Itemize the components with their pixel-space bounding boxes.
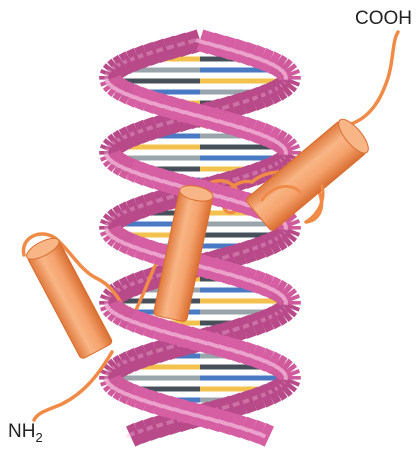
dna-strand-highlight [282, 70, 285, 74]
dna-strand-highlight [282, 370, 285, 374]
dna-strand-highlight [106, 154, 107, 158]
dna-strand-highlight [108, 307, 111, 311]
n-terminus-label-subscript: 2 [35, 430, 42, 445]
dna-strand-highlight [108, 157, 111, 161]
dna-strand-segment [286, 157, 289, 161]
dna-strand-segment [112, 220, 115, 224]
dna-strand-highlight [110, 310, 114, 314]
dna-strand-segment [112, 145, 115, 149]
dna-strand-highlight [108, 382, 111, 386]
n-terminus-label-main: NH [8, 421, 35, 442]
n-terminus-label: NH2 [8, 422, 43, 444]
dna-strand-highlight [106, 379, 107, 383]
dna-strand-segment [110, 304, 111, 308]
dna-strand-highlight [108, 82, 111, 86]
dna-strand-highlight [277, 367, 281, 371]
dna-strand-highlight [277, 67, 281, 71]
c-terminal-tail [348, 32, 398, 125]
dna-strand-highlight [106, 304, 107, 308]
dna-strand-segment [112, 70, 115, 74]
dna-strand-highlight [277, 292, 281, 296]
c-terminus-label: COOH [355, 9, 412, 28]
dna-strand-highlight [110, 385, 114, 389]
dna-strand-highlight [277, 142, 281, 146]
dna-strand-segment [286, 232, 289, 236]
dna-strand-highlight [106, 79, 107, 83]
dna-strand-segment [112, 370, 115, 374]
dna-strand-highlight [110, 235, 114, 239]
dna-strand-segment [286, 382, 289, 386]
dna-strand-highlight [282, 295, 285, 299]
dna-strand-highlight [282, 145, 285, 149]
dna-strand-segment [286, 82, 289, 86]
dna-strand-segment [110, 379, 111, 383]
dna-strand-highlight [110, 85, 114, 89]
dna-strand-segment [110, 229, 111, 233]
dna-strand-highlight [106, 229, 107, 233]
n-terminal-tail [34, 352, 112, 420]
dna-strand-segment [110, 79, 111, 83]
dna-strand-segment [286, 307, 289, 311]
dna-strand-highlight [110, 160, 114, 164]
dna-strand-segment [112, 295, 115, 299]
dna-strand-segment [110, 154, 111, 158]
dna-strand-highlight [108, 232, 111, 236]
